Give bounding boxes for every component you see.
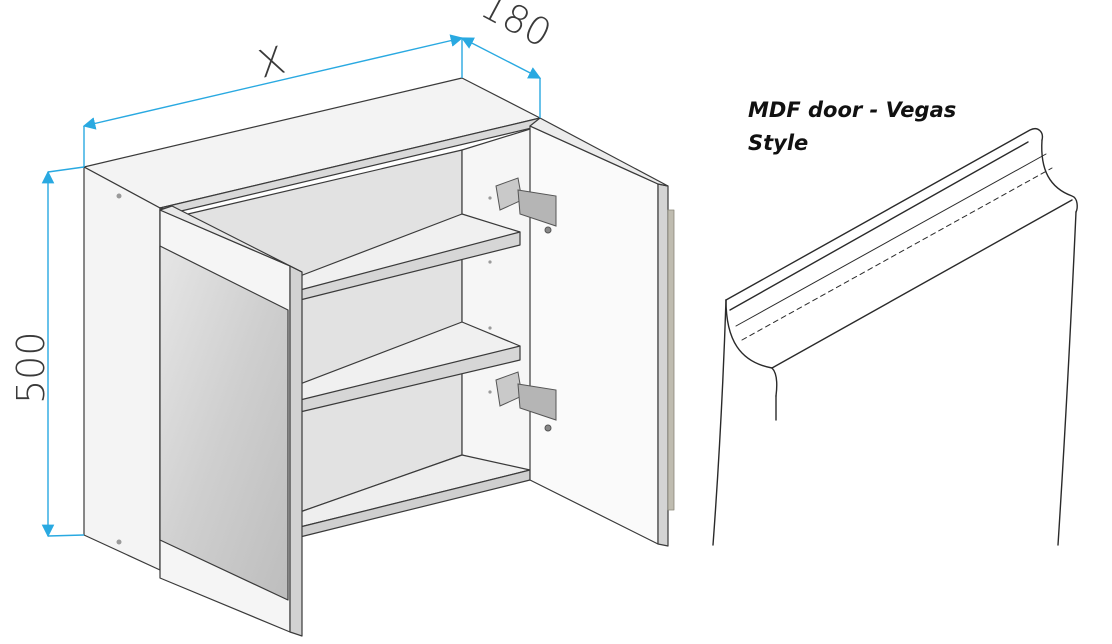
width-label: X [254, 38, 290, 87]
caption-line-1: MDF door - Vegas [748, 98, 957, 122]
right-door-top-edge [529, 117, 669, 187]
door-right-edge [1057, 211, 1077, 546]
right-door [529, 117, 675, 547]
cabinet-right-interior [461, 125, 541, 479]
door-groove-curve [725, 299, 773, 369]
mirror [159, 245, 289, 601]
left-door-edge [289, 265, 303, 637]
door-groove-inner-line [735, 153, 1047, 327]
right-door-panel [529, 125, 659, 545]
cabinet-left-side [83, 166, 161, 571]
door-groove-right [1041, 139, 1078, 213]
depth-label: 180 [474, 0, 559, 56]
caption-line-2: Style [748, 131, 809, 155]
door-style-caption: MDF door - Vegas Style [748, 94, 956, 160]
right-door-edge [657, 183, 669, 547]
height-label: 500 [9, 331, 53, 404]
door-groove-bottom-curve [771, 367, 778, 397]
hinge-upper [495, 177, 557, 234]
width-dimension-line [82, 34, 464, 130]
left-door [159, 205, 303, 637]
screw-holes [116, 193, 492, 545]
door-groove-dashed [741, 167, 1053, 341]
hinge-lower [495, 371, 557, 432]
cabinet-body [83, 77, 541, 573]
door-groove-back [771, 199, 1073, 369]
depth-dimension-line [460, 37, 542, 79]
door-lip-inner [729, 141, 1029, 311]
right-door-mirror-edge [667, 209, 675, 511]
door-left-edge [712, 299, 727, 546]
dimension-lines [41, 34, 542, 538]
door-top-lip [725, 128, 1044, 301]
door-face-left [766, 380, 776, 545]
vegas-door-profile [712, 128, 1078, 546]
left-door-top-edge [159, 205, 303, 273]
